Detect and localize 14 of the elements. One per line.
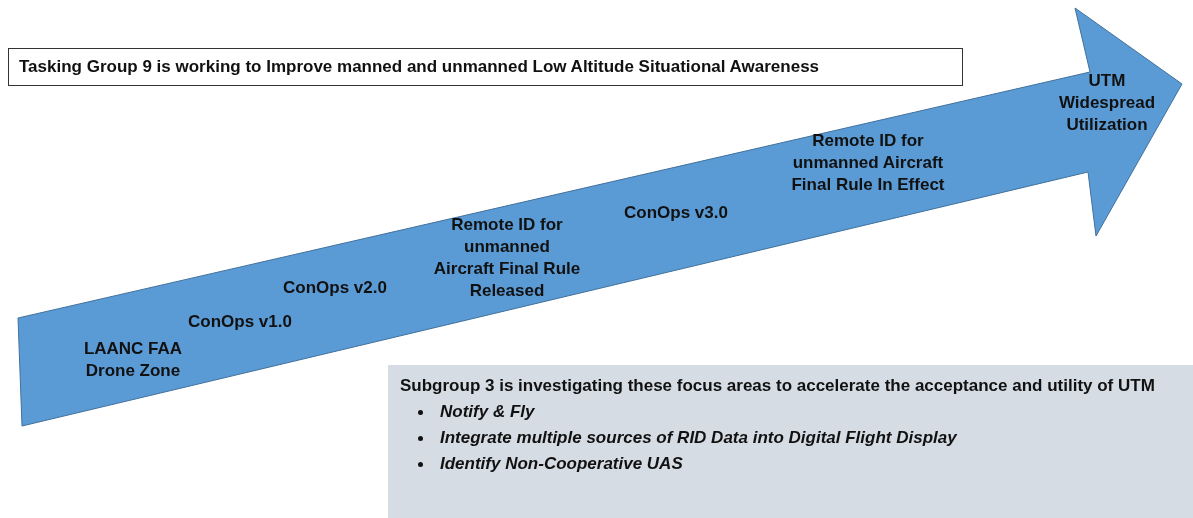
bullet-item: Integrate multiple sources of RID Data into Digital Flight Display [440,428,957,447]
panel-heading: Subgroup 3 is investigating these focus areas to accelerate the acceptance and utility of UTM [400,375,1156,397]
milestone-label: ConOps v3.0 [623,202,729,224]
info-panel [388,365,1193,518]
bullet-item: Identify Non-Cooperative UAS [440,454,683,473]
milestone-label: ConOps v2.0 [282,277,388,299]
milestone-label: LAANC FAA Drone Zone [82,338,184,382]
milestone-label: ConOps v1.0 [187,311,293,333]
milestone-label: UTM Widespread Utilization [1057,70,1157,136]
banner-box [8,48,963,86]
bullet-item: Notify & Fly [440,402,535,421]
milestone-label: Remote ID for unmanned Aircraft Final Rule In Effect [790,130,946,196]
milestone-label: Remote ID for unmanned Aircraft Final Rule Released [432,214,582,302]
banner-text: Tasking Group 9 is working to Improve manned and unmanned Low Altitude Situational Awareness [19,57,820,77]
